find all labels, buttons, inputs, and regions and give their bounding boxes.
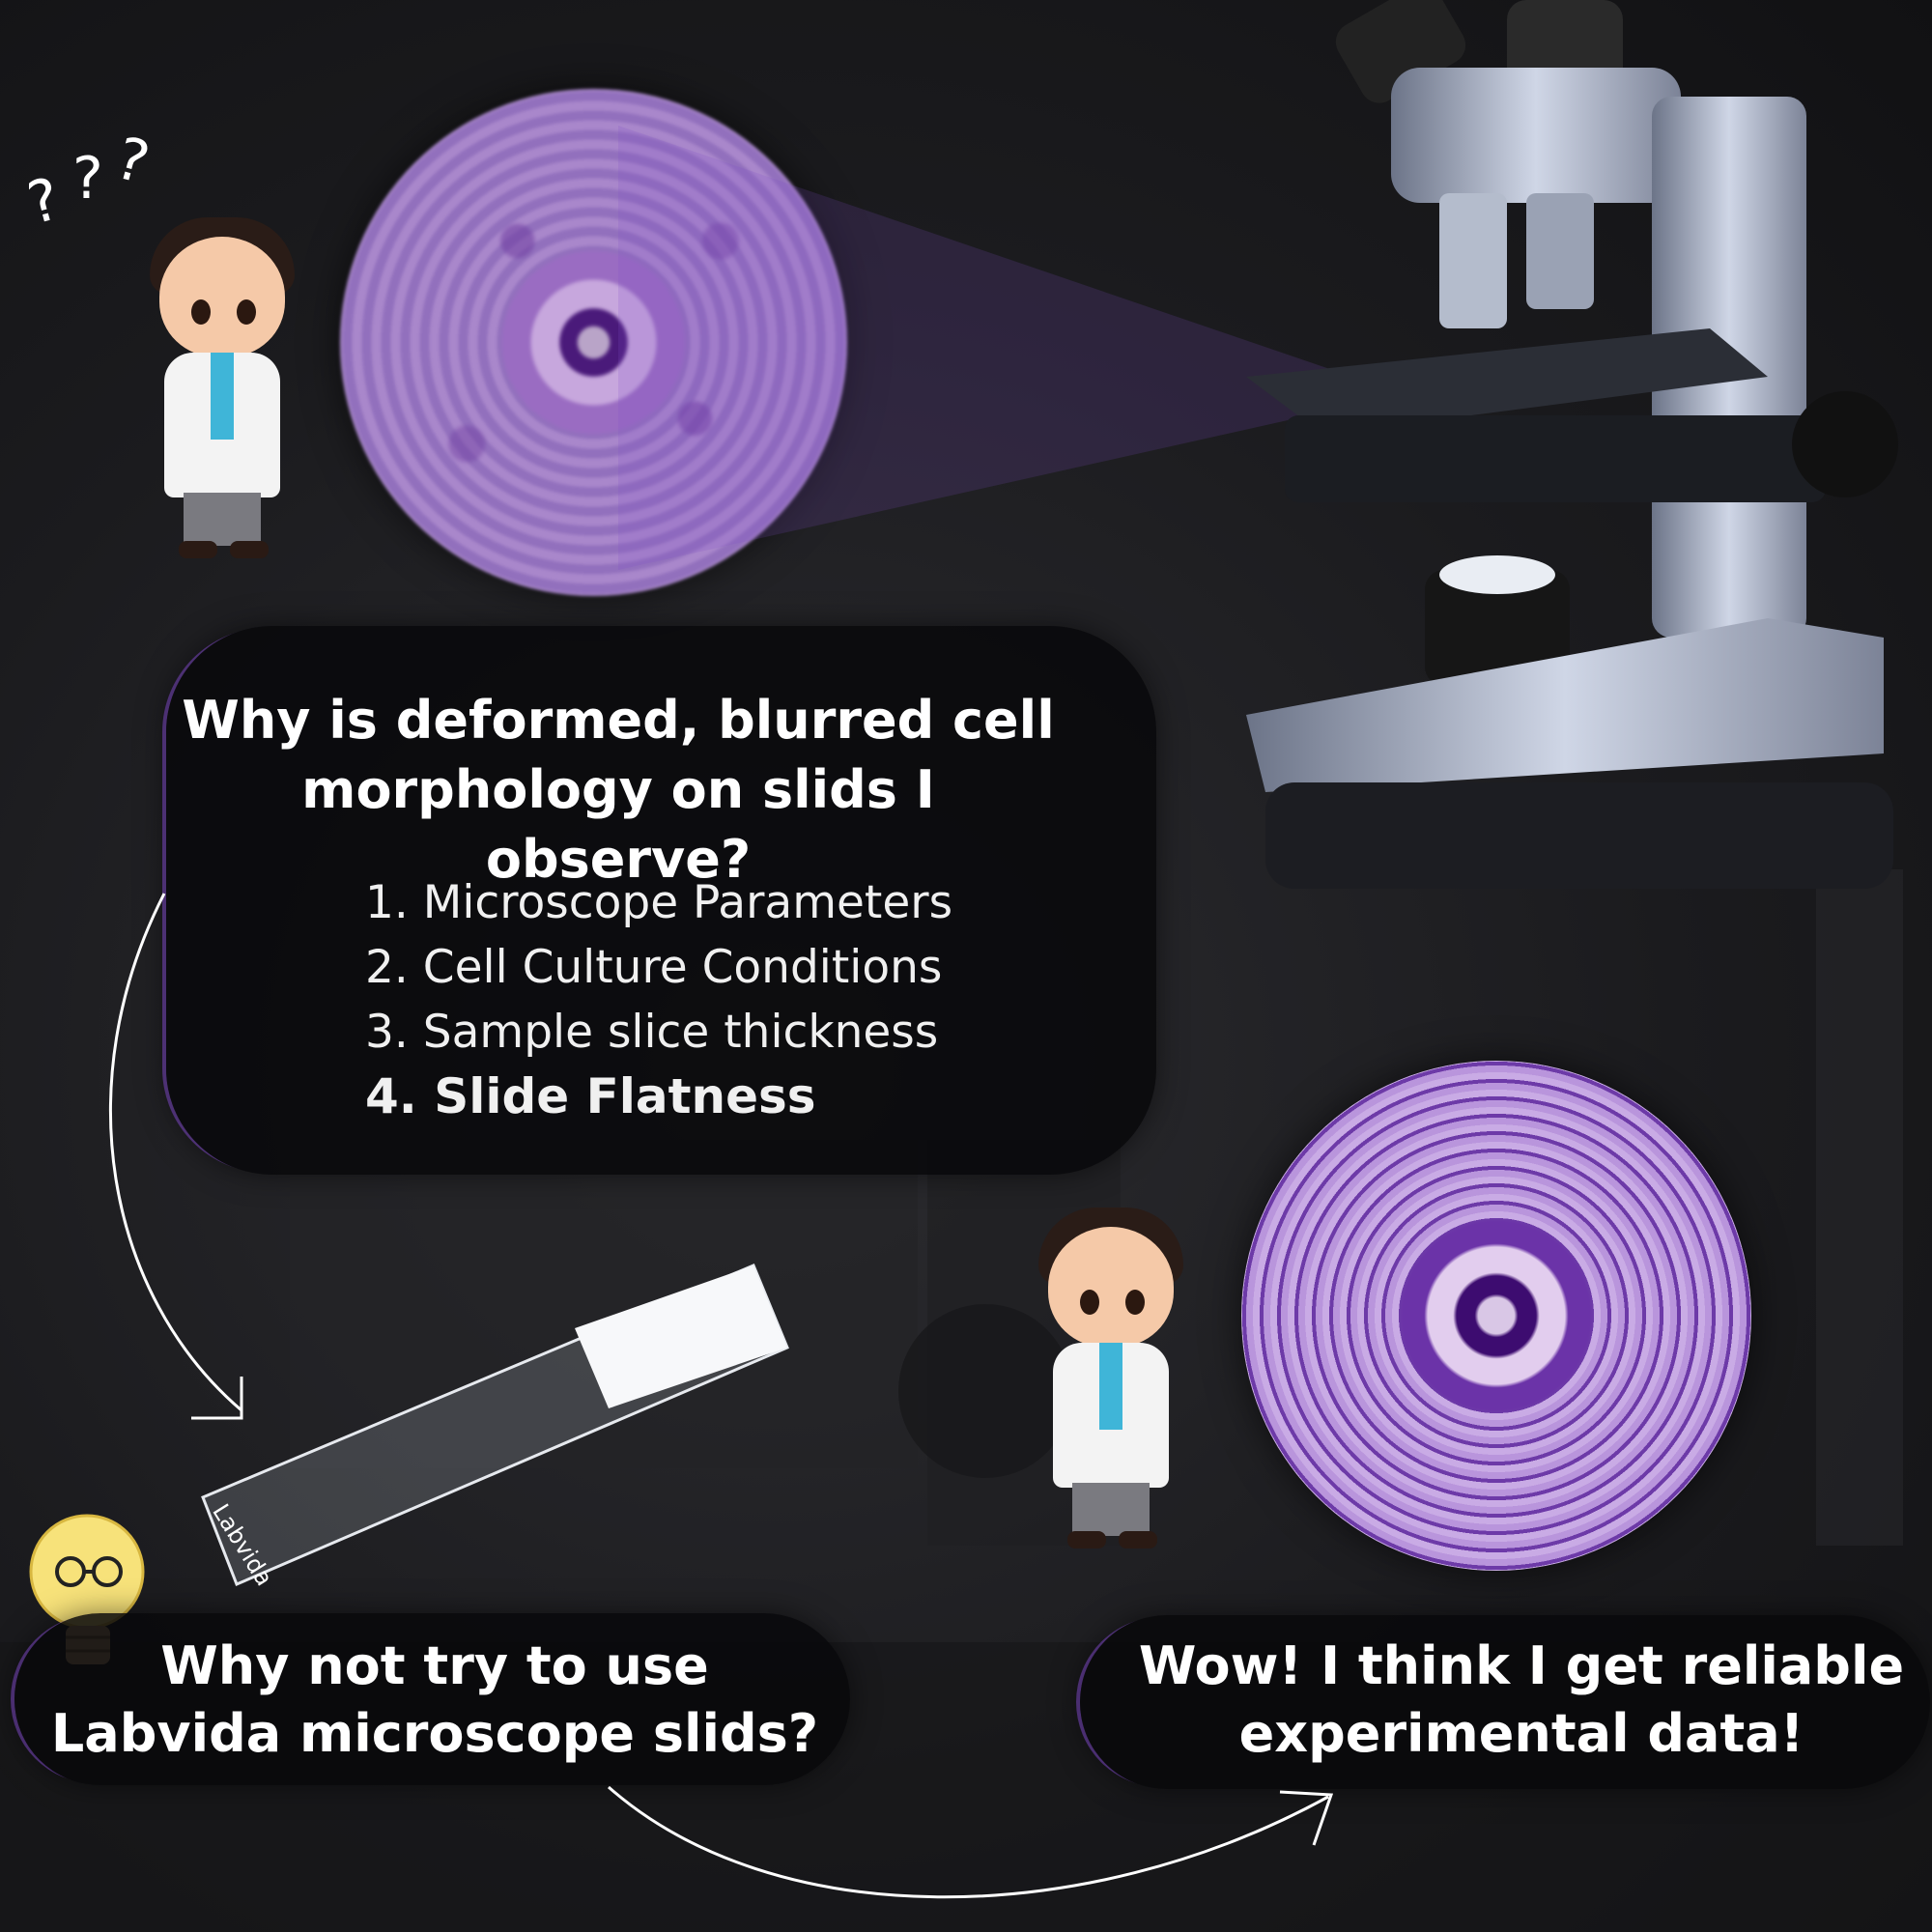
clear-cell-view	[1241, 1061, 1751, 1571]
question-bubble	[166, 626, 1156, 1175]
reason-item: 2. Cell Culture Conditions	[365, 941, 943, 994]
reason-item-highlight: 4. Slide Flatness	[365, 1068, 816, 1124]
suggestion-line2: Labvida microscope slids?	[50, 1703, 819, 1764]
microscope-slide	[201, 1264, 789, 1586]
suggestion-line1: Why not try to use	[160, 1635, 709, 1696]
result-text: Wow! I think I get reliable experimental…	[1121, 1633, 1922, 1768]
question-title-line2: morphology on slids I observe?	[301, 759, 935, 890]
arrow-to-slide	[108, 893, 243, 1420]
blurred-cell-view	[340, 89, 847, 596]
reason-item: 3. Sample slice thickness	[365, 1006, 939, 1059]
happy-scientist	[1014, 1198, 1208, 1555]
question-title: Why is deformed, blurred cell morphology…	[169, 686, 1067, 895]
svg-text:?: ?	[109, 126, 155, 198]
result-line1: Wow! I think I get reliable	[1138, 1635, 1905, 1696]
view-cone	[618, 126, 1352, 570]
arrow-to-result	[608, 1785, 1334, 1899]
microscope-illustration	[1246, 0, 1898, 889]
result-bubble	[1080, 1615, 1930, 1789]
question-marks-icon: ? ? ?	[29, 126, 155, 232]
confused-scientist	[126, 208, 319, 565]
question-title-line1: Why is deformed, blurred cell	[182, 690, 1055, 751]
svg-text:?: ?	[29, 165, 68, 232]
suggestion-text: Why not try to use Labvida microscope sl…	[39, 1633, 831, 1768]
suggestion-bubble	[14, 1613, 850, 1785]
reason-item: 1. Microscope Parameters	[365, 876, 953, 929]
result-line2: experimental data!	[1238, 1703, 1804, 1764]
svg-text:?: ?	[72, 145, 103, 213]
